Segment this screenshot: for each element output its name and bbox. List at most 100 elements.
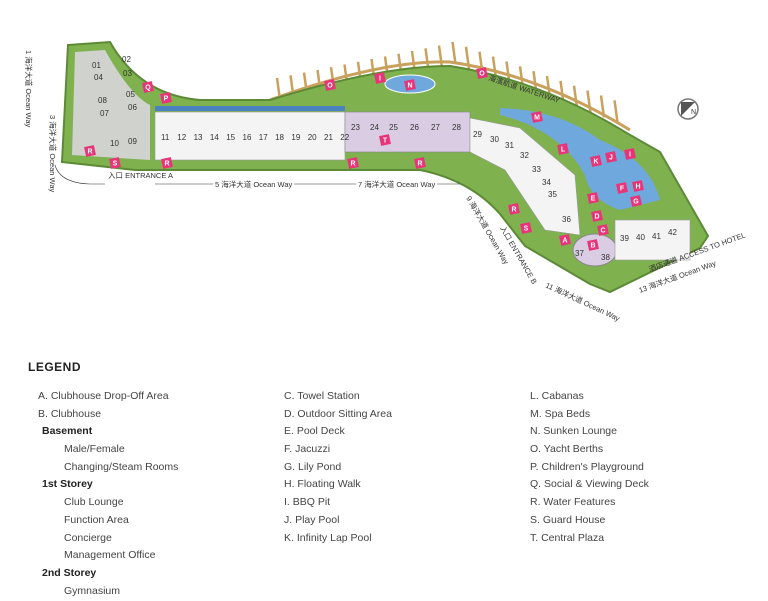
- marker-b: B: [587, 239, 599, 251]
- tower-block-area: [72, 50, 150, 160]
- svg-text:H: H: [635, 184, 640, 191]
- legend-item: R. Water Features: [530, 496, 616, 509]
- unit-25: 25: [389, 123, 398, 132]
- unit-05: 05: [126, 90, 135, 99]
- svg-text:B: B: [590, 243, 595, 250]
- unit-16: 16: [243, 133, 252, 142]
- unit-26: 26: [410, 123, 419, 132]
- legend-item: P. Children's Playground: [530, 460, 644, 473]
- legend-item: B. Clubhouse: [38, 407, 102, 420]
- unit-38: 38: [601, 253, 610, 262]
- svg-text:O: O: [327, 83, 333, 90]
- unit-37: 37: [575, 249, 584, 258]
- svg-text:K: K: [593, 159, 598, 166]
- unit-04: 04: [94, 73, 103, 82]
- marker-a: A: [559, 234, 571, 246]
- svg-text:S: S: [524, 226, 529, 233]
- curved-houses: [469, 117, 581, 236]
- marker-r: R: [414, 157, 426, 169]
- legend-item: E. Pool Deck: [284, 425, 345, 438]
- unit-01: 01: [92, 61, 101, 70]
- unit-32: 32: [520, 151, 529, 160]
- unit-03: 03: [123, 69, 132, 78]
- legend-item: N. Sunken Lounge: [530, 425, 617, 438]
- legend-item: K. Infinity Lap Pool: [284, 531, 372, 544]
- svg-text:D: D: [594, 214, 599, 221]
- legend-item: G. Lily Pond: [284, 460, 342, 473]
- marker-r: R: [84, 145, 96, 157]
- unit-42: 42: [668, 228, 677, 237]
- svg-text:R: R: [164, 161, 169, 168]
- unit-27: 27: [431, 123, 440, 132]
- north-arrow: N: [677, 98, 699, 120]
- unit-35: 35: [548, 190, 557, 199]
- townhouse-row: [154, 111, 346, 161]
- svg-text:E: E: [591, 196, 596, 203]
- marker-o: O: [324, 79, 336, 91]
- legend-item: Function Area: [64, 513, 129, 526]
- road-5-label: 5 海洋大道 Ocean Way: [215, 179, 292, 189]
- svg-text:T: T: [383, 138, 388, 145]
- unit-17: 17: [259, 133, 268, 142]
- unit-07: 07: [100, 109, 109, 118]
- legend-item: M. Spa Beds: [530, 407, 591, 420]
- marker-g: G: [630, 195, 642, 207]
- marker-r: R: [508, 203, 520, 215]
- marker-f: F: [616, 182, 628, 194]
- unit-12: 12: [177, 133, 186, 142]
- marker-q: Q: [142, 81, 154, 93]
- unit-21: 21: [324, 133, 333, 142]
- unit-08: 08: [98, 96, 107, 105]
- unit-41: 41: [652, 232, 661, 241]
- unit-36: 36: [562, 215, 571, 224]
- svg-text:J: J: [609, 155, 613, 162]
- marker-s: S: [109, 157, 121, 169]
- svg-text:I: I: [379, 76, 381, 83]
- legend-item: Male/Female: [64, 443, 125, 456]
- legend-item: I. BBQ Pit: [284, 496, 331, 509]
- unit-18: 18: [275, 133, 284, 142]
- legend-item: J. Play Pool: [284, 513, 340, 526]
- legend-item: Q. Social & Viewing Deck: [530, 478, 649, 491]
- central-blocks: [344, 111, 471, 153]
- svg-text:A: A: [562, 238, 567, 245]
- unit-15: 15: [226, 133, 235, 142]
- svg-text:R: R: [350, 161, 355, 168]
- legend-item: F. Jacuzzi: [284, 443, 331, 456]
- unit-30: 30: [490, 135, 499, 144]
- legend-item: Club Lounge: [64, 496, 124, 509]
- north-label: N: [691, 109, 696, 116]
- legend-item: C. Towel Station: [284, 390, 360, 402]
- legend-item: S. Guard House: [530, 513, 606, 526]
- entrance-a-label: 入口 ENTRANCE A: [108, 171, 173, 180]
- legend-item: Management Office: [64, 549, 156, 562]
- legend-item: Gymnasium: [64, 584, 121, 597]
- marker-s: S: [520, 222, 532, 234]
- legend-item: Changing/Steam Rooms: [64, 460, 179, 473]
- svg-text:R: R: [417, 161, 422, 168]
- road-7-label: 7 海洋大道 Ocean Way: [358, 179, 435, 189]
- marker-t: T: [379, 134, 391, 146]
- unit-02: 02: [122, 55, 131, 64]
- unit-28: 28: [452, 123, 461, 132]
- marker-k: K: [590, 155, 602, 167]
- svg-text:R: R: [87, 149, 92, 156]
- marker-m: M: [531, 111, 543, 123]
- legend-item: Concierge: [64, 531, 112, 544]
- legend-item: 1st Storey: [42, 478, 93, 491]
- east-houses: [614, 219, 691, 261]
- marker-o: O: [476, 67, 488, 79]
- marker-i: I: [374, 72, 386, 84]
- unit-14: 14: [210, 133, 219, 142]
- marker-c: C: [597, 224, 609, 236]
- marker-l: L: [557, 143, 569, 155]
- unit-11: 11: [161, 133, 170, 142]
- marker-p: P: [160, 92, 172, 104]
- unit-34: 34: [542, 178, 551, 187]
- marker-r: R: [161, 157, 173, 169]
- unit-39: 39: [620, 234, 629, 243]
- unit-31: 31: [505, 141, 514, 150]
